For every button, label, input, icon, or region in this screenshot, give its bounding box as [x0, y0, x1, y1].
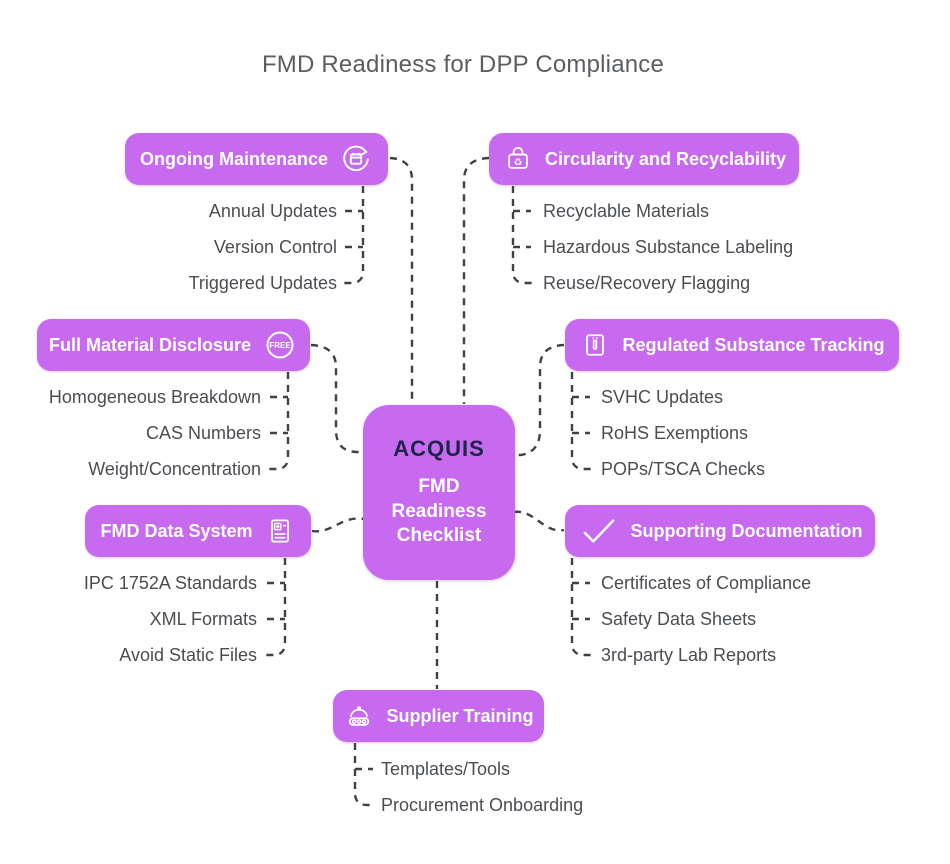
- node-full-material-disclosure: Full Material Disclosure FREE: [37, 319, 310, 371]
- list-item: Templates/Tools: [381, 759, 511, 779]
- list-item: Weight/Concentration: [88, 459, 261, 479]
- list-item: Certificates of Compliance: [601, 573, 812, 593]
- node-label: Supporting Documentation: [630, 520, 863, 541]
- list-item: CAS Numbers: [145, 423, 261, 443]
- medical-document-icon: [264, 515, 296, 547]
- svg-text:♻: ♻: [514, 158, 523, 169]
- node-fmd-data-system: FMD Data System: [85, 505, 311, 557]
- list-item: IPC 1752A Standards: [83, 573, 257, 593]
- list-item: Avoid Static Files: [119, 645, 257, 665]
- recycle-bag-icon: ♻: [502, 143, 534, 175]
- center-node-label: FMD Readiness Checklist: [391, 475, 487, 547]
- svg-text:FREE: FREE: [269, 341, 291, 350]
- acquis-logo: ACQUIS: [393, 435, 485, 461]
- node-circularity-and-recyclability: ♻ Circularity and Recyclability: [489, 133, 799, 185]
- list-item: Procurement Onboarding: [381, 795, 584, 815]
- list-item: Homogeneous Breakdown: [48, 387, 261, 407]
- list-item: XML Formats: [149, 609, 257, 629]
- node-label: Circularity and Recyclability: [544, 148, 787, 169]
- node-label: FMD Data System: [100, 520, 253, 541]
- checkmark-icon: [578, 514, 620, 548]
- list-item: RoHS Exemptions: [601, 423, 749, 443]
- free-badge-icon: FREE: [262, 327, 298, 363]
- list-item: Recyclable Materials: [543, 201, 710, 221]
- node-label: Supplier Training: [386, 705, 534, 726]
- list-item: SVHC Updates: [601, 387, 724, 407]
- list-item: Version Control: [213, 237, 337, 257]
- list-item: 3rd-party Lab Reports: [601, 645, 777, 665]
- node-supplier-training: Supplier Training: [333, 690, 544, 742]
- list-item: Hazardous Substance Labeling: [543, 237, 794, 257]
- list-item: Triggered Updates: [188, 273, 337, 293]
- training-conveyor-icon: [343, 700, 375, 732]
- refresh-calendar-icon: [339, 142, 373, 176]
- list-item: Annual Updates: [208, 201, 337, 221]
- list-item: Safety Data Sheets: [601, 609, 757, 629]
- node-label: Full Material Disclosure: [48, 334, 252, 355]
- list-item: Reuse/Recovery Flagging: [543, 273, 751, 293]
- node-label: Regulated Substance Tracking: [622, 334, 885, 355]
- node-regulated-substance-tracking: Regulated Substance Tracking: [565, 319, 899, 371]
- node-label: Ongoing Maintenance: [139, 148, 328, 169]
- node-supporting-documentation: Supporting Documentation: [565, 505, 875, 557]
- center-node: ACQUIS FMD Readiness Checklist: [363, 405, 515, 580]
- diagram-title: FMD Readiness for DPP Compliance: [261, 51, 665, 78]
- specimen-jar-icon: [579, 329, 611, 361]
- list-item: POPs/TSCA Checks: [601, 459, 766, 479]
- node-ongoing-maintenance: Ongoing Maintenance: [125, 133, 388, 185]
